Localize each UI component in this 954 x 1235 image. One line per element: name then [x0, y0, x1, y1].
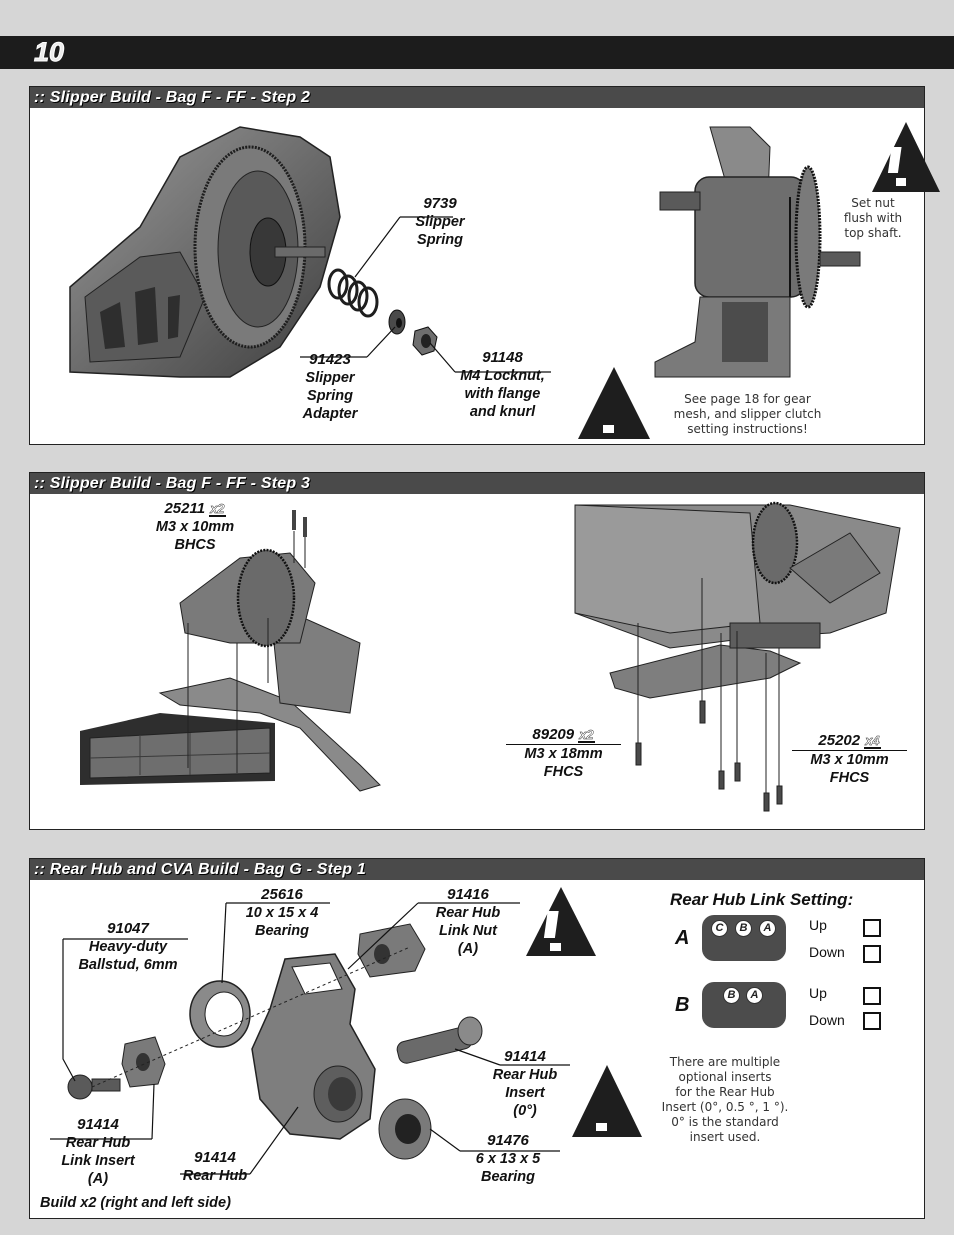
link-insert-b-diagram: B A: [702, 982, 786, 1028]
chassis-mount-illustration: [80, 501, 901, 812]
row-b-up-checkbox[interactable]: [863, 987, 881, 1005]
note-see-page-18: See page 18 for gear mesh, and slipper c…: [673, 392, 822, 436]
page-number: 10: [33, 37, 65, 68]
warning-icon: [564, 1065, 642, 1137]
link-setting-title: Rear Hub Link Setting:: [670, 890, 854, 909]
part-label-91414-insert: 91414 Rear Hub Insert (0°): [492, 1048, 558, 1119]
note-multiple-inserts: There are multiple optional inserts for …: [661, 1055, 789, 1144]
link-row-a-letter: A: [675, 927, 690, 949]
insert-position: B: [723, 987, 740, 1004]
warning-icon: [872, 122, 940, 192]
section-slipper-step-2: :: Slipper Build - Bag F - FF - Step 2: [29, 86, 940, 445]
insert-position: C: [711, 920, 728, 937]
part-label-91476: 91476 6 x 13 x 5 Bearing: [475, 1132, 541, 1185]
rear-hub-exploded-illustration: [50, 887, 642, 1175]
quantity-badge: x4: [864, 733, 881, 749]
warning-icon: [561, 367, 650, 439]
section-title: :: Slipper Build - Bag F - FF - Step 2: [34, 89, 311, 106]
part-label-91414-rear-hub: 91414 Rear Hub: [182, 1149, 248, 1184]
note-set-nut: Set nut flush with top shaft.: [843, 196, 903, 240]
row-b-down-label: Down: [809, 1012, 845, 1028]
row-b-up-label: Up: [809, 985, 827, 1001]
quantity-badge: x2: [209, 501, 226, 517]
part-label-91414-link-insert: 91414 Rear Hub Link Insert (A): [61, 1116, 135, 1187]
section-title: :: Rear Hub and CVA Build - Bag G - Step…: [34, 861, 366, 878]
section-rear-hub-step-1: :: Rear Hub and CVA Build - Bag G - Step…: [29, 858, 925, 1219]
row-a-up-checkbox[interactable]: [863, 919, 881, 937]
part-label-9739: 9739 Slipper Spring: [415, 195, 465, 248]
row-a-down-label: Down: [809, 944, 845, 960]
part-label-25616: 25616 10 x 15 x 4 Bearing: [245, 886, 319, 939]
section-slipper-step-3: :: Slipper Build - Bag F - FF - Step 3: [29, 472, 925, 830]
link-row-b-letter: B: [675, 994, 690, 1016]
row-a-up-label: Up: [809, 917, 827, 933]
link-insert-a-diagram: C B A: [702, 915, 786, 961]
section-bar: :: Slipper Build - Bag F - FF - Step 3: [30, 473, 924, 494]
warning-icon: [526, 887, 596, 956]
row-b-down-checkbox[interactable]: [863, 1012, 881, 1030]
build-note: Build x2 (right and left side): [40, 1195, 231, 1211]
row-a-down-checkbox[interactable]: [863, 945, 881, 963]
part-label-91416: 91416 Rear Hub Link Nut (A): [435, 886, 501, 957]
page-header: 10: [0, 36, 954, 69]
part-label-91423: 91423 Slipper Spring Adapter: [302, 351, 358, 422]
insert-position: B: [735, 920, 752, 937]
section-bar: :: Slipper Build - Bag F - FF - Step 2: [30, 87, 924, 108]
section-bar: :: Rear Hub and CVA Build - Bag G - Step…: [30, 859, 924, 880]
part-label-91047: 91047 Heavy-duty Ballstud, 6mm: [78, 920, 178, 973]
insert-position: A: [759, 920, 776, 937]
quantity-badge: x2: [578, 727, 595, 743]
section-title: :: Slipper Build - Bag F - FF - Step 3: [34, 475, 311, 492]
part-label-91148: 91148 M4 Locknut, with flange and knurl: [460, 349, 545, 420]
insert-position: A: [746, 987, 763, 1004]
slipper-exploded-illustration: [69, 122, 940, 439]
